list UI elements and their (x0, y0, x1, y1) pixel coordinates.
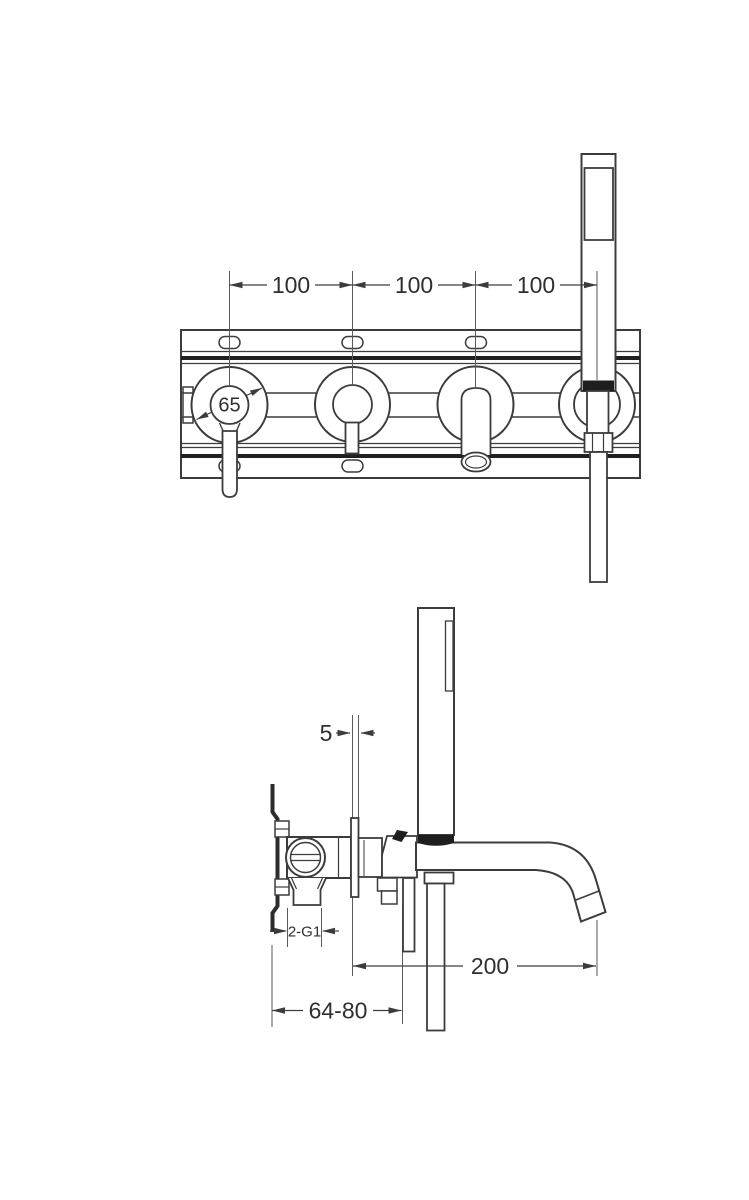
plate-thickness-label: 5 (320, 720, 333, 746)
spout-tube-front (460, 387, 492, 455)
spray-face (583, 167, 614, 241)
spacing-dim-3: 100 (517, 272, 555, 298)
holder-cradle (418, 835, 454, 846)
handshower-wand-front (580, 153, 617, 392)
bracket-screw-tabs (274, 820, 290, 896)
nozzle-strip (444, 620, 454, 692)
handshower-holder-escutcheon (558, 153, 636, 583)
spout-cap-line (574, 890, 600, 902)
spacing-dim-1: 100 (272, 272, 310, 298)
spout-reach-label: 200 (471, 953, 509, 979)
hose-drop (426, 882, 446, 1032)
connection-ports-label: 2-G1 (288, 924, 321, 941)
side-view: 5 2-G1 200 64-80 (270, 607, 607, 1032)
hose-nut (583, 432, 614, 453)
lever-handle-down (221, 430, 238, 498)
handshower-wand-side (417, 607, 455, 846)
diameter-arrow (196, 411, 209, 420)
handle-hub (381, 835, 418, 879)
spout-escutcheon (436, 365, 515, 473)
inlet-port (285, 837, 326, 878)
valve-body (285, 836, 352, 906)
spacing-dim-2: 100 (395, 272, 433, 298)
shower-hose-side (423, 871, 455, 1032)
hub-fittings (376, 877, 398, 905)
hub-clip-wedge (392, 830, 408, 842)
wall-plate (350, 817, 360, 898)
holder-clip (583, 380, 614, 391)
lever-handle-front (344, 421, 360, 455)
front-view: 65 (180, 153, 641, 583)
escutcheon-diameter-label: 65 (218, 395, 240, 417)
wand-neck (586, 390, 610, 435)
handle-escutcheon-1: 65 (190, 366, 269, 498)
rail-slot (341, 459, 364, 473)
wall-bracket (270, 784, 280, 932)
lever-handle-side (402, 877, 416, 953)
shower-hose-front (589, 451, 608, 583)
handle-escutcheon-2 (314, 366, 391, 455)
front-dimensions: 100 100 100 (229, 271, 598, 387)
hose-connector (423, 871, 455, 885)
bottom-outlet-port (287, 877, 327, 906)
spout-side (415, 841, 607, 923)
body-collar (357, 837, 383, 878)
diameter-arrow (249, 388, 262, 396)
installation-depth-label: 64-80 (309, 998, 368, 1024)
side-dimensions: 5 2-G1 200 64-80 (270, 720, 596, 1024)
